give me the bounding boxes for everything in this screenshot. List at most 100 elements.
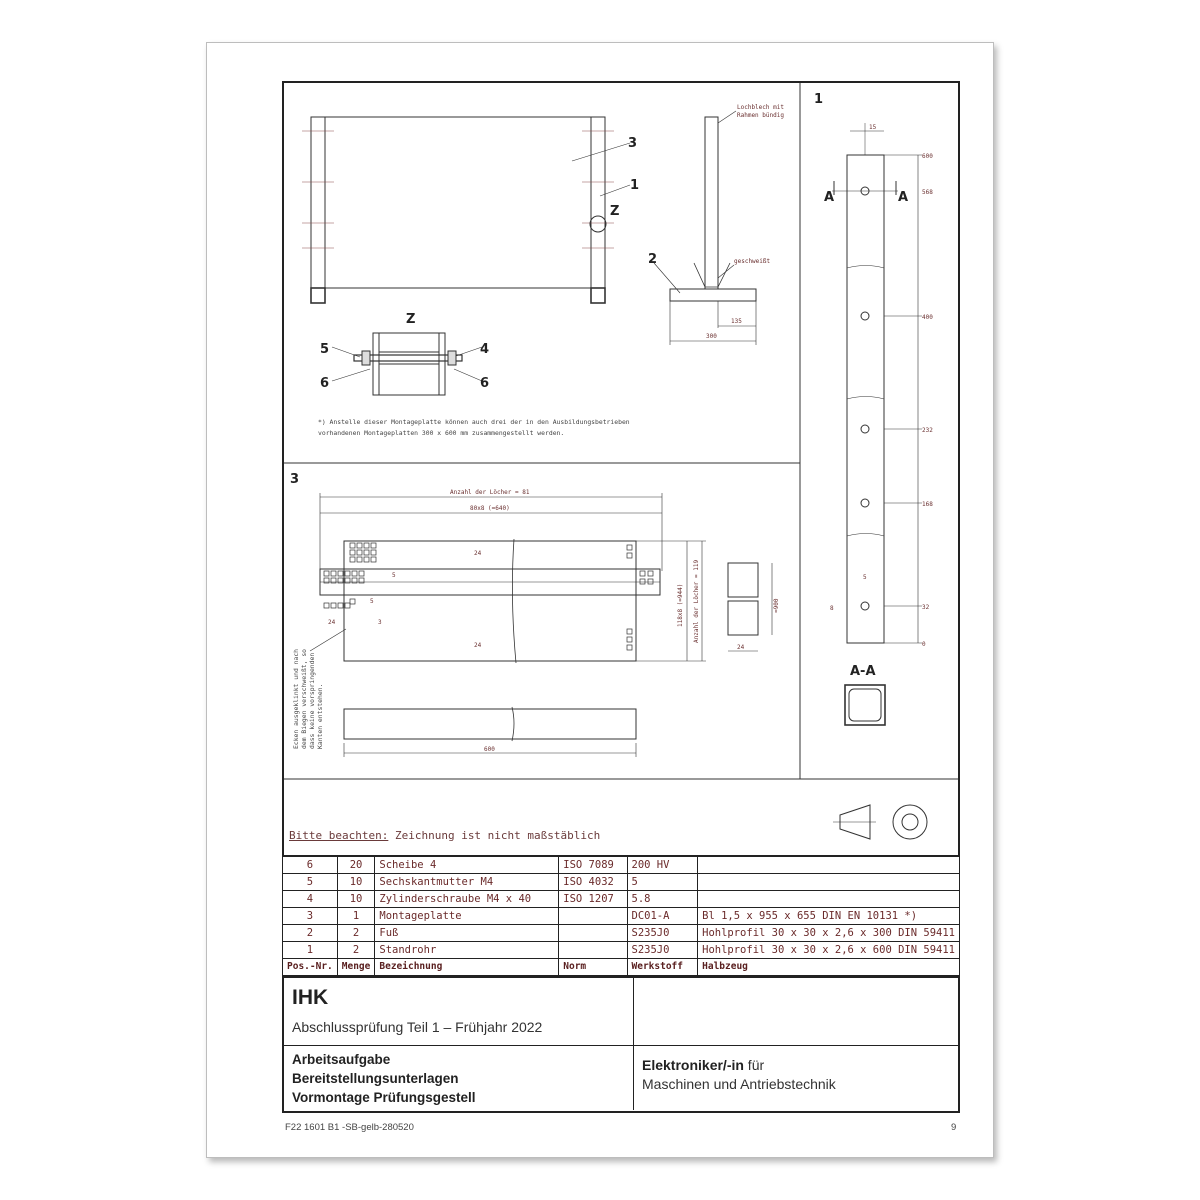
dim-tube-168: 168 [922,501,933,508]
dim-600: 600 [484,746,495,753]
callout-welded: geschweißt [734,258,771,265]
parts-cell: 10 [336,873,376,891]
parts-cell: Hohlprofil 30 x 30 x 2,6 x 300 DIN 59411 [697,924,960,942]
profession-cell: Elektroniker/-in für Maschinen und Antri… [634,1046,958,1110]
plate-hole [626,544,633,551]
exam-title: Abschlussprüfung Teil 1 – Frühjahr 2022 [292,1019,543,1035]
plate-hole [639,570,646,577]
plate-hole [626,628,633,635]
detail-z [331,332,483,396]
parts-cell: 5 [626,873,699,891]
view-label-3: 3 [290,472,299,487]
corner-note-4: Kanten entstehen. [316,684,324,749]
parts-cell: S235J0 [626,941,699,959]
parts-cell: ISO 1207 [558,890,628,908]
profession-rest: für [743,1057,765,1073]
parts-cell [558,907,628,925]
plate-hole [337,570,344,577]
parts-header-cell: Pos.-Nr. [282,958,338,977]
dim-80x8: 80x8 (=640) [470,505,510,512]
drawing-canvas: 3 1 3 1 Z 2 5 4 6 6 Z A A A-A Lochblech … [284,83,958,840]
parts-cell: 200 HV [626,856,699,874]
dim-118x8: 118x8 (=944) [677,584,684,627]
profession-bold: Elektroniker/-in [642,1057,744,1073]
plate-hole [647,570,654,577]
parts-cell [697,873,960,891]
plate-hole [626,552,633,559]
dim-approx-900: ≈900 [773,598,780,613]
view-label-1: 1 [814,92,823,107]
detail-z-title: Z [406,312,415,327]
dim-tube-5: 5 [863,574,867,581]
position-label-5: 5 [320,342,329,357]
dim-tube-8: 8 [830,605,834,612]
plate-hole [349,556,356,563]
plate-hole [323,577,330,584]
plate-hole [337,602,344,609]
title-block: IHK Abschlussprüfung Teil 1 – Frühjahr 2… [282,977,960,1113]
plate-hole [370,556,377,563]
footnote-line-1: *) Anstelle dieser Montageplatte können … [318,418,630,426]
plate-hole [330,570,337,577]
plate-hole [363,556,370,563]
dim-24-bottom: 24 [474,642,482,649]
section-title: A-A [850,664,876,679]
corner-note-3: dass keine vorspringenden [308,653,316,749]
plate-hole [363,542,370,549]
plate-hole [349,542,356,549]
parts-cell [697,890,960,908]
page-number: 9 [951,1122,957,1133]
parts-cell: 2 [336,924,376,942]
dim-foot-300: 300 [706,333,717,340]
parts-cell: 1 [282,941,338,959]
projection-symbol [833,804,928,840]
parts-cell: 2 [282,924,338,942]
plate-hole [344,602,351,609]
callout-sheet-flush-2: Rahmen bündig [737,112,784,119]
plate-hole [626,636,633,643]
task-line-3: Vormontage Prüfungsgestell [292,1090,476,1105]
section-mark-left: A [824,190,834,205]
position-label-6-left: 6 [320,376,329,391]
document-code: F22 1601 B1 -SB-gelb-280520 [285,1122,414,1133]
dim-3: 3 [378,619,382,626]
parts-cell: 1 [336,907,376,925]
parts-cell: 6 [282,856,338,874]
plate-hole [323,570,330,577]
parts-cell: Hohlprofil 30 x 30 x 2,6 x 600 DIN 59411 [697,941,960,959]
empty-cell [634,978,958,1046]
frame-front-view [302,116,631,304]
parts-cell: Fuß [374,924,560,942]
parts-header-cell: Bezeichnung [374,958,560,977]
parts-cell: Standrohr [374,941,560,959]
parts-cell [558,924,628,942]
standpipe-detail [832,123,922,726]
parts-header-cell: Werkstoff [626,958,699,977]
scale-notice-text: Zeichnung ist nicht maßstäblich [388,829,601,842]
parts-header-cell: Norm [558,958,628,977]
parts-cell: Montageplatte [374,907,560,925]
position-label-4: 4 [480,342,489,357]
parts-cell: 5 [282,873,338,891]
dim-24-top: 24 [474,550,482,557]
mounting-plate-view [309,493,773,757]
dim-hole-count-y: Anzahl der Löcher = 119 [693,560,700,643]
dim-tube-15: 15 [869,124,877,131]
dim-5-b: 5 [370,598,374,605]
dim-tube-400: 400 [922,314,933,321]
dim-tube-32: 32 [922,604,930,611]
plate-hole [639,578,646,585]
plate-hole [363,549,370,556]
dim-hole-count-x: Anzahl der Löcher = 81 [450,489,530,496]
plate-hole [349,598,356,605]
task-line-1: Arbeitsaufgabe [292,1052,391,1067]
section-mark-right: A [898,190,908,205]
plate-hole [344,570,351,577]
task-cell: Arbeitsaufgabe Bereitstellungsunterlagen… [284,1046,634,1110]
dim-5-a: 5 [392,572,396,579]
